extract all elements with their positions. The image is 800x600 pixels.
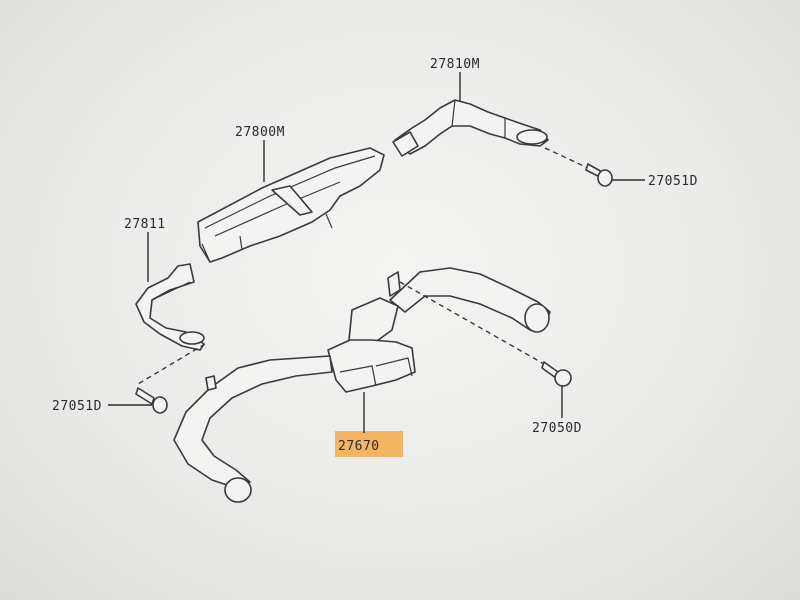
label-27670: 27670 (338, 439, 380, 454)
label-27800m: 27800M (235, 125, 285, 140)
label-27051d-left: 27051D (52, 399, 102, 414)
duct-27670 (173, 267, 551, 503)
highlight-27670 (335, 431, 403, 457)
duct-27810m (392, 99, 549, 157)
screw-27051d-left (135, 343, 206, 414)
label-27810m: 27810M (430, 57, 480, 72)
screw-27050d (399, 281, 572, 387)
duct-27800m (197, 147, 385, 263)
label-27051d-right: 27051D (648, 174, 698, 189)
label-27811: 27811 (124, 217, 166, 232)
screw-27051d-right (544, 147, 613, 187)
duct-27811 (135, 263, 205, 351)
label-27050d: 27050D (532, 421, 582, 436)
